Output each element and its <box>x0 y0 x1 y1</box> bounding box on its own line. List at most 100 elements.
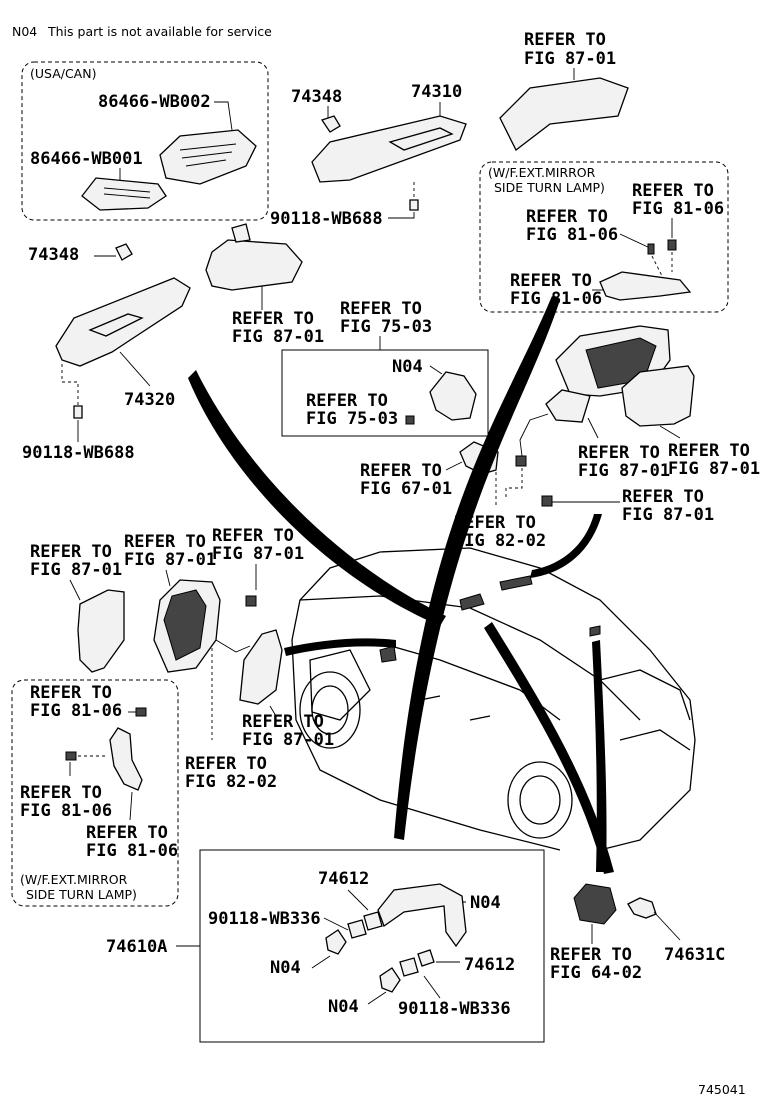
side-turn-lamp-top-part <box>599 271 692 301</box>
part-74612-bottom-label[interactable]: 74612 <box>464 955 515 975</box>
ref-lb-81-06-c-l1[interactable]: REFER TO <box>86 823 168 843</box>
assist-grip-part <box>377 883 467 948</box>
ref-l-87-01-d-l2[interactable]: FIG 87-01 <box>242 730 334 750</box>
leader-l-87-01-d <box>269 705 277 717</box>
part-90118-wb688-left-label[interactable]: 90118-WB688 <box>22 443 135 463</box>
ref-tl-c-l1[interactable]: REFER TO <box>510 271 592 291</box>
turn-lamp-group-top-l2: SIDE TURN LAMP) <box>494 180 605 195</box>
ref-l-87-01-b-l1[interactable]: REFER TO <box>124 532 206 552</box>
ref-87-01-a-l1[interactable]: REFER TO <box>578 443 660 463</box>
ref-64-02-l1[interactable]: REFER TO <box>550 945 632 965</box>
part-74610a-label[interactable]: 74610A <box>106 937 167 957</box>
ref-l-87-01-c-l1[interactable]: REFER TO <box>212 526 294 546</box>
ref-82-02-b-l1[interactable]: REFER TO <box>185 754 267 774</box>
ref-tl-a-l2[interactable]: FIG 81-06 <box>632 199 724 219</box>
leader-r-87-01-b <box>659 425 681 439</box>
ref-87-01-c-l2[interactable]: FIG 87-01 <box>622 505 714 525</box>
ref-75-03-a-l2[interactable]: FIG 75-03 <box>340 317 432 337</box>
ref-inner-mirror-l2[interactable]: FIG 87-01 <box>232 327 324 347</box>
ref-l-87-01-c-l2[interactable]: FIG 87-01 <box>212 544 304 564</box>
usa-can-group-box <box>21 61 269 221</box>
leader-86466-wb002 <box>214 101 233 131</box>
visor-clip-top-part <box>320 115 341 133</box>
visor-screw-dash-left <box>61 364 79 406</box>
ref-inner-mirror-l1[interactable]: REFER TO <box>232 309 314 329</box>
part-74348-left-label[interactable]: 74348 <box>28 245 79 265</box>
header-note-text: This part is not available for service <box>47 24 272 39</box>
ref-l-87-01-b-l2[interactable]: FIG 87-01 <box>124 550 216 570</box>
leader-74612-top <box>347 889 369 911</box>
ref-lb-81-06-a-l2[interactable]: FIG 81-06 <box>30 701 122 721</box>
room-lamp-64-02-part <box>573 883 617 925</box>
visor-mirror-74310 <box>388 127 454 151</box>
outer-mirror-base-right <box>545 389 591 423</box>
ref-l-87-01-d-l1[interactable]: REFER TO <box>242 712 324 732</box>
leader-67-01 <box>445 461 463 471</box>
dash-82-02-a <box>495 468 523 506</box>
ref-top-mirror-cover-l1[interactable]: REFER TO <box>524 30 606 50</box>
turn-lamp-dashes-top <box>651 252 673 277</box>
bracket-screw-part <box>405 415 415 425</box>
ref-87-01-a-l2[interactable]: FIG 87-01 <box>578 461 670 481</box>
ref-lb-81-06-b-l1[interactable]: REFER TO <box>20 783 102 803</box>
ref-tl-b-l2[interactable]: FIG 81-06 <box>526 225 618 245</box>
ref-l-87-01-a-l1[interactable]: REFER TO <box>30 542 112 562</box>
ref-82-02-b-l2[interactable]: FIG 82-02 <box>185 772 277 792</box>
turn-lamp-group-top-l1: (W/F.EXT.MIRROR <box>488 165 596 180</box>
mirror-bolt-right <box>541 495 553 507</box>
left-turn-lamp-screw-b <box>65 751 77 761</box>
ref-87-01-b-l1[interactable]: REFER TO <box>668 441 750 461</box>
ref-87-01-c-l1[interactable]: REFER TO <box>622 487 704 507</box>
ref-87-01-b-l2[interactable]: FIG 87-01 <box>668 459 760 479</box>
ref-67-01-l2[interactable]: FIG 67-01 <box>360 479 452 499</box>
n04-cap-b-label[interactable]: N04 <box>328 997 359 1017</box>
part-90118-wb336-bottom-label[interactable]: 90118-WB336 <box>398 999 511 1019</box>
turn-lamp-screw-b <box>667 239 677 251</box>
n04-cap-a-label[interactable]: N04 <box>270 958 301 978</box>
ref-82-02-a-l2[interactable]: FIG 82-02 <box>454 531 546 551</box>
turn-lamp-group-left-l1: (W/F.EXT.MIRROR <box>20 872 128 887</box>
location-arc-lamp <box>592 640 607 872</box>
outer-mirror-glass-right <box>621 365 695 427</box>
ref-64-02-l2[interactable]: FIG 64-02 <box>550 963 642 983</box>
ref-tl-a-l1[interactable]: REFER TO <box>632 181 714 201</box>
part-74631c-label[interactable]: 74631C <box>664 945 725 965</box>
mirror-bolt-left <box>245 595 257 607</box>
grip-cap-a <box>325 929 347 955</box>
mirror-wire-left <box>215 639 251 653</box>
part-86466-wb002-label[interactable]: 86466-WB002 <box>98 92 211 112</box>
diagram-id: 745041 <box>698 1082 746 1097</box>
part-86466-wb001-label[interactable]: 86466-WB001 <box>30 149 143 169</box>
leader-74320 <box>119 351 151 387</box>
n04-bracket-part <box>429 371 477 421</box>
part-90118-wb336-top-label[interactable]: 90118-WB336 <box>208 909 321 929</box>
leader-l-87-01-b <box>165 569 171 587</box>
ref-lb-81-06-a-l1[interactable]: REFER TO <box>30 683 112 703</box>
part-90118-wb688-top-label[interactable]: 90118-WB688 <box>270 209 383 229</box>
part-74310-label[interactable]: 74310 <box>411 82 462 102</box>
ref-lb-81-06-b-l2[interactable]: FIG 81-06 <box>20 801 112 821</box>
part-74348-top-label[interactable]: 74348 <box>291 87 342 107</box>
ref-67-01-l1[interactable]: REFER TO <box>360 461 442 481</box>
part-74320-label[interactable]: 74320 <box>124 390 175 410</box>
inner-mirror-mount-part <box>231 223 251 243</box>
visor-clip-left-part <box>115 243 133 261</box>
inner-rearview-mirror-part <box>205 239 303 291</box>
mirror-connector-right <box>515 455 527 467</box>
outer-mirror-internals-left <box>163 589 207 661</box>
n04-box-label[interactable]: N04 <box>392 357 423 377</box>
ref-top-mirror-cover-l2[interactable]: FIG 87-01 <box>524 49 616 69</box>
ref-lb-81-06-c-l2[interactable]: FIG 81-06 <box>86 841 178 861</box>
ref-l-87-01-a-l2[interactable]: FIG 87-01 <box>30 560 122 580</box>
ref-75-03-b-l2[interactable]: FIG 75-03 <box>306 409 398 429</box>
leader-l-87-01-a <box>69 579 81 601</box>
ref-tl-b-l1[interactable]: REFER TO <box>526 207 608 227</box>
ref-75-03-b-l1[interactable]: REFER TO <box>306 391 388 411</box>
leader-n04-cap-b <box>367 991 387 1005</box>
n04-grip-label[interactable]: N04 <box>470 893 501 913</box>
ref-75-03-a-l1[interactable]: REFER TO <box>340 299 422 319</box>
part-74612-top-label[interactable]: 74612 <box>318 869 369 889</box>
ref-82-02-a-l1[interactable]: REFER TO <box>454 513 536 533</box>
car-body-outline <box>291 547 696 851</box>
